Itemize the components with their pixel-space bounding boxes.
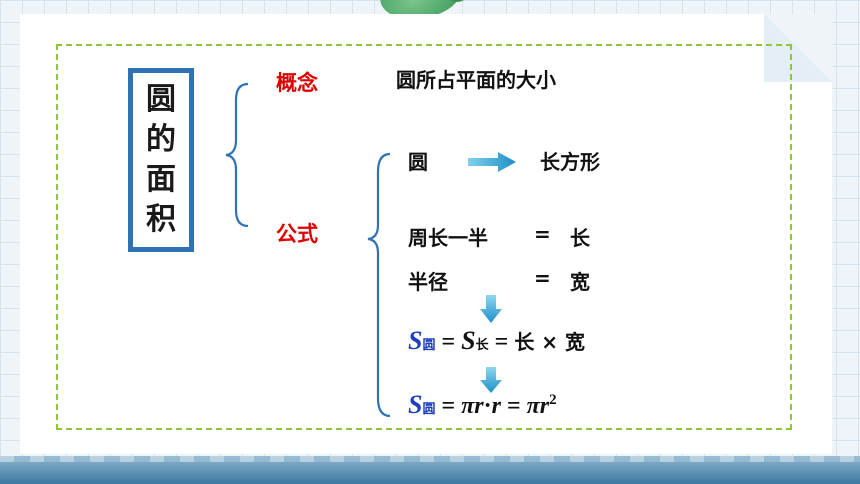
area-formula: S圆 = S长 = 长 × 宽: [408, 326, 585, 356]
final-formula: S圆 = πr·r = πr2: [408, 390, 557, 420]
r-symbol: r: [474, 393, 484, 419]
r-symbol: r: [491, 393, 501, 419]
length-times-width: 长 × 宽: [514, 330, 586, 354]
concept-label: 概念: [276, 71, 318, 95]
formula-label: 公式: [276, 222, 318, 246]
subscript-rect: 长: [475, 338, 489, 353]
subscript-circle: 圆: [422, 338, 436, 353]
dot-operator: ·: [483, 393, 492, 419]
row-eq: =: [534, 266, 551, 290]
area-symbol: S: [408, 326, 423, 355]
equals-sign: =: [494, 329, 509, 355]
area-symbol-rect: S: [461, 326, 476, 355]
r-symbol: r: [539, 393, 550, 419]
row-length: 长: [570, 226, 590, 250]
row-eq: =: [534, 222, 551, 246]
pi-symbol: π: [526, 393, 540, 419]
equals-sign: =: [506, 393, 521, 419]
title-char: 面: [146, 162, 176, 197]
page-fold-corner: [764, 14, 832, 82]
leaf-decoration-small: [445, 0, 469, 2]
down-arrow-icon: [480, 367, 502, 393]
bottom-decoration-band: [0, 456, 860, 484]
exponent: 2: [549, 392, 557, 408]
main-brace: [225, 82, 249, 228]
dashed-frame: [56, 44, 792, 430]
title-box: 圆 的 面 积: [128, 68, 194, 252]
area-symbol: S: [408, 390, 423, 419]
transform-from: 圆: [408, 150, 428, 174]
transform-to: 长方形: [540, 150, 600, 174]
row-half-circumference: 周长一半: [408, 226, 488, 250]
title-inner: 圆 的 面 积: [133, 73, 189, 247]
pi-symbol: π: [461, 393, 475, 419]
row-width: 宽: [570, 270, 590, 294]
formula-brace: [367, 152, 391, 418]
title-char: 的: [146, 122, 176, 157]
title-char: 积: [146, 202, 176, 237]
down-arrow-icon: [480, 295, 502, 323]
right-arrow-icon: [468, 152, 516, 172]
concept-text: 圆所占平面的大小: [396, 68, 556, 92]
subscript-circle: 圆: [422, 402, 436, 417]
equals-sign: =: [441, 329, 456, 355]
row-radius: 半径: [408, 270, 448, 294]
title-char: 圆: [146, 82, 176, 117]
equals-sign: =: [441, 393, 456, 419]
